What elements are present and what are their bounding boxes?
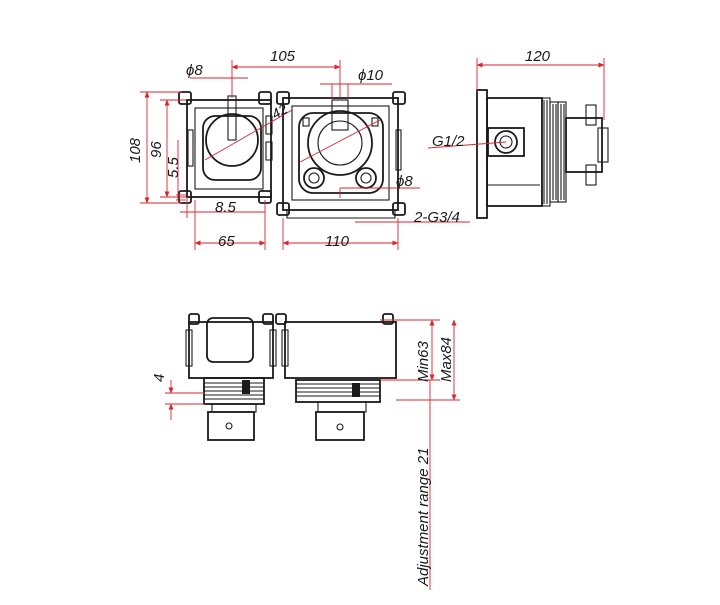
dim-96-label: 96 bbox=[148, 141, 165, 158]
dim-108-label: 108 bbox=[127, 137, 144, 163]
bottom-view: 4 Min63 Max84 Adjustment range 21 bbox=[151, 313, 460, 590]
left-module bbox=[178, 91, 273, 204]
right-module bbox=[276, 91, 406, 219]
dim-105-label: 105 bbox=[270, 48, 296, 65]
dim-phi10-label: ϕ10 bbox=[358, 67, 384, 84]
dim-4-label: 4 bbox=[151, 374, 168, 382]
side-dimensions bbox=[427, 58, 605, 149]
bottom-dimensions bbox=[165, 319, 460, 590]
bottom-left-module bbox=[185, 313, 277, 441]
dim-5-5-label: 5.5 bbox=[165, 156, 182, 178]
front-dimensions bbox=[140, 60, 470, 250]
dim-r42-label: 42 bbox=[269, 100, 291, 122]
bottom-right-module bbox=[275, 313, 397, 441]
thread-inlet-label: G1/2 bbox=[432, 133, 465, 150]
adjustment-range-label: Adjustment range 21 bbox=[415, 448, 432, 587]
side-body bbox=[476, 89, 609, 219]
side-view: 120 G1/2 bbox=[427, 48, 609, 219]
front-view: 105 ϕ8 ϕ10 42 108 96 5.5 8.5 65 110 ϕ8 2… bbox=[127, 48, 470, 250]
dim-8-5-label: 8.5 bbox=[215, 199, 237, 216]
dim-max84-label: Max84 bbox=[438, 337, 455, 382]
dim-120-label: 120 bbox=[525, 48, 551, 65]
dim-min63-label: Min63 bbox=[415, 340, 432, 382]
dim-phi8-left-label: ϕ8 bbox=[186, 62, 203, 79]
dim-phi8-right-label: ϕ8 bbox=[396, 173, 413, 190]
thread-outlet-label: 2-G3/4 bbox=[413, 209, 460, 226]
dim-65-label: 65 bbox=[218, 233, 235, 250]
dim-110-label: 110 bbox=[325, 233, 350, 250]
